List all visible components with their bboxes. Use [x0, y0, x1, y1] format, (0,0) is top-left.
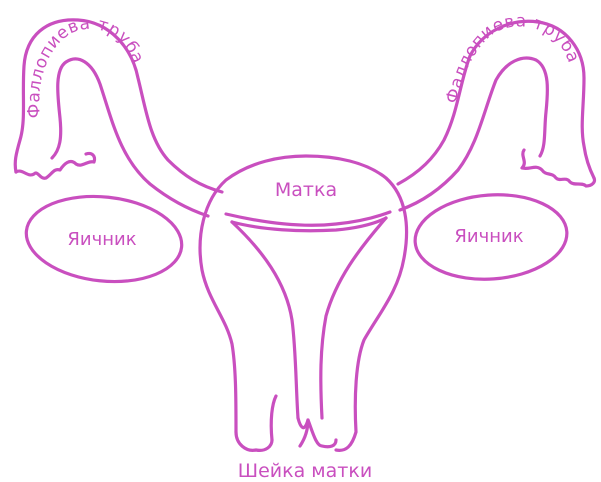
cervix-outline [236, 432, 272, 450]
right-fimbriae [522, 150, 595, 186]
uterus-label: Матка [275, 179, 337, 201]
left-ovary-label: Яичник [67, 229, 136, 250]
right-tube-label: Фаллопиева труба [442, 11, 583, 105]
right-tube-label-path: Фаллопиева труба [442, 11, 583, 105]
cervical-canal-left [271, 396, 276, 440]
uterine-cavity-top [226, 212, 390, 225]
uterine-cavity-left-wall [232, 222, 298, 418]
right-tube-inner [400, 58, 547, 210]
cervix-label: Шейка матки [238, 460, 372, 482]
left-tube-outer [52, 59, 208, 216]
left-fimbriae [16, 153, 95, 178]
right-ovary-label: Яичник [454, 226, 523, 247]
